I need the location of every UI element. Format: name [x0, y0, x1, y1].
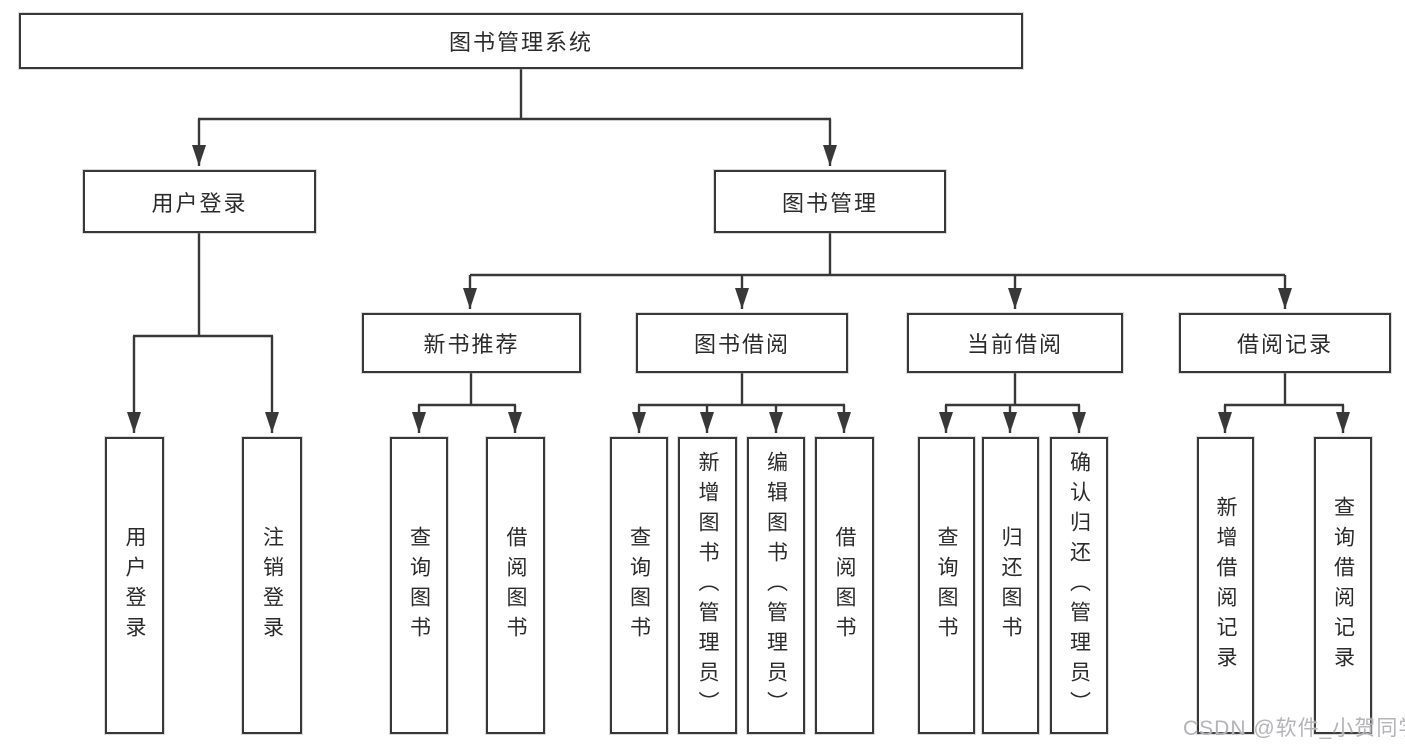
node-label: 确认归还（管理员）	[1067, 450, 1091, 721]
node-label: 借阅图书	[504, 525, 527, 646]
node-label: 查询借阅记录	[1331, 495, 1355, 676]
node-leaf-add-borrow-record: 新增借阅记录	[1197, 437, 1254, 734]
node-label: 新书推荐	[423, 332, 520, 357]
node-borrow-record: 借阅记录	[1179, 313, 1391, 373]
node-leaf-return-book: 归还图书	[982, 437, 1039, 734]
node-leaf-query-book-3: 查询图书	[918, 437, 975, 734]
node-label: 图书管理	[781, 190, 878, 216]
csdn-watermark: CSDN @软件_小贺同学	[1183, 717, 1405, 740]
node-leaf-confirm-return-admin: 确认归还（管理员）	[1050, 437, 1108, 734]
node-label: 新增图书（管理员）	[696, 450, 719, 721]
node-leaf-logout: 注销登录	[242, 437, 302, 734]
node-label: 编辑图书（管理员）	[764, 450, 788, 721]
node-label: 用户登录	[123, 525, 146, 646]
node-label: 查询图书	[935, 525, 958, 646]
node-leaf-borrow-book-2: 借阅图书	[815, 437, 874, 734]
node-book-management: 图书管理	[714, 170, 946, 233]
node-leaf-query-borrow-record: 查询借阅记录	[1314, 437, 1372, 734]
node-label: 用户登录	[151, 190, 248, 216]
node-user-login-group: 用户登录	[83, 170, 316, 233]
node-new-book-recommend: 新书推荐	[362, 313, 581, 373]
node-leaf-user-login: 用户登录	[105, 437, 164, 734]
node-label: 注销登录	[260, 525, 284, 646]
node-leaf-query-book-1: 查询图书	[390, 437, 448, 734]
node-leaf-query-book-2: 查询图书	[610, 437, 668, 734]
node-label: 图书借阅	[693, 332, 790, 357]
node-leaf-edit-book-admin: 编辑图书（管理员）	[747, 437, 805, 734]
node-label: 当前借阅	[966, 332, 1063, 357]
node-label: 图书管理系统	[448, 30, 593, 55]
node-book-borrow: 图书借阅	[636, 313, 848, 373]
node-library-management-system: 图书管理系统	[19, 13, 1023, 69]
node-label: 归还图书	[999, 525, 1022, 646]
node-label: 查询图书	[627, 525, 651, 646]
node-current-borrow: 当前借阅	[907, 313, 1123, 373]
node-label: 借阅图书	[833, 525, 856, 646]
node-label: 借阅记录	[1236, 332, 1333, 357]
node-label: 新增借阅记录	[1214, 495, 1237, 676]
node-leaf-borrow-book-1: 借阅图书	[486, 437, 545, 734]
node-label: 查询图书	[407, 525, 431, 646]
node-leaf-add-book-admin: 新增图书（管理员）	[678, 437, 737, 734]
